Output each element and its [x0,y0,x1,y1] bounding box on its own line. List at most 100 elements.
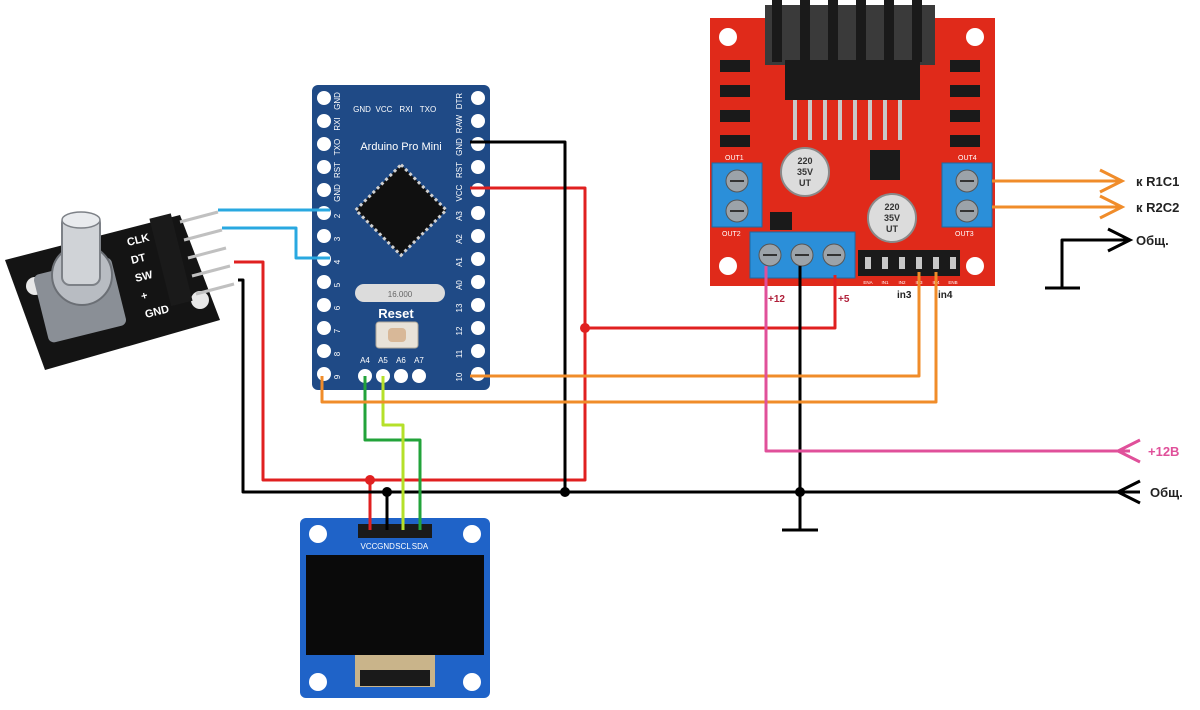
arduino-top-pin-label: VCC [376,105,393,114]
oled-display-module: VCC GND SCL SDA [300,518,490,698]
encoder-pin-sw: SW [134,269,155,285]
oled-mount-hole [309,525,327,543]
arduino-left-pin-pad [317,91,331,105]
driver-input-header [858,250,960,276]
arduino-left-pin-label: 5 [333,282,342,287]
driver-regulator [870,150,900,180]
label-r2c2: к R2C2 [1136,200,1179,215]
arduino-crystal-label: 16.000 [388,290,413,299]
arduino-right-pin-pad [471,183,485,197]
label-plus12: +12 [768,294,785,305]
arduino-right-pin-label: 11 [455,349,464,358]
arduino-left-pin-pad [317,183,331,197]
label-in3: in3 [897,290,912,301]
arduino-bottom-pin-label: A5 [378,356,388,365]
wire-common-top [1060,238,1130,288]
arrow-r1c1 [1099,168,1126,194]
arduino-right-pin-pad [471,321,485,335]
cap1-text: UT [799,178,811,188]
driver-capacitor [867,193,917,243]
arduino-right-pin-pad [471,137,485,151]
arduino-right-pin-pad [471,367,485,381]
arduino-right-pin-label: 12 [455,326,464,335]
label-r1c1: к R1C1 [1136,174,1179,189]
arduino-right-pin-label: RST [455,162,464,178]
oled-pin-labels: VCC GND SCL SDA [361,542,429,551]
arduino-right-pin-pad [471,114,485,128]
l298n-motor-driver: 220 35V UT 220 35V UT OUT1 OUT2 OUT3 OUT… [710,0,995,286]
junction-dot [560,487,570,497]
oled-pin-scl: SCL [395,542,411,551]
arduino-left-pin-pad [317,206,331,220]
oled-pin-sda: SDA [412,542,429,551]
oled-pin-gnd: GND [377,542,395,551]
arrow-common-bottom [1114,479,1141,505]
encoder-pin-dt: DT [130,252,147,267]
arduino-right-pin-pad [471,275,485,289]
arduino-bottom-pin-label: A6 [396,356,406,365]
driver-connection-labels: +12 +5 in3 in4 [768,290,953,305]
arduino-left-pin-pad [317,367,331,381]
arduino-top-pin-label: GND [353,105,371,114]
oled-screen [306,555,484,655]
junction-dot [365,475,375,485]
driver-out-labels: OUT1 OUT2 OUT3 OUT4 [722,155,977,238]
oled-ribbon-inner [360,670,430,686]
arduino-right-pin-pad [471,91,485,105]
arduino-right-pin-label: GND [455,138,464,156]
arduino-bottom-pin-label: A4 [360,356,370,365]
cap2-text: UT [886,224,898,234]
arduino-crystal [355,284,445,302]
header-pin-label: IN2 [898,280,906,285]
arduino-top-header-labels: GND VCC RXI TXO [353,105,436,114]
cap2-text: 220 [884,202,899,212]
arduino-right-pin-pad [471,252,485,266]
cap1-text: 35V [797,167,813,177]
encoder-pin-plus: + [140,290,149,303]
wire-encoder-vcc [234,260,372,530]
out4-label: OUT4 [958,155,977,162]
external-labels: к R1C1 к R2C2 Общ. +12В Общ. [1136,174,1183,500]
rotary-encoder-module: CLK DT SW + GND [5,210,235,370]
label-common-bottom: Общ. [1150,485,1183,500]
driver-diodes [720,60,980,147]
arduino-right-pin-pad [471,344,485,358]
wire-d10-in3 [470,272,921,378]
arduino-left-pin-label: RST [333,162,342,178]
arduino-left-pin-label: GND [333,92,342,110]
connection-arrows [1099,168,1141,505]
encoder-shaft-top [61,211,101,229]
arduino-right-pin-label: A0 [455,280,464,290]
arduino-top-pin-label: RXI [399,105,412,114]
junction-dot [795,487,805,497]
label-plus5: +5 [838,294,850,305]
encoder-pin-header [149,213,193,307]
junction-dot [382,487,392,497]
arduino-right-pin-pad [471,298,485,312]
terminal-block-right [941,162,993,228]
arduino-left-pin-label: 4 [333,259,342,264]
arduino-left-pin-pad [317,114,331,128]
arduino-bottom-pin-label: A7 [414,356,424,365]
arduino-bottom-pin-pad [412,369,426,383]
arduino-title: Arduino Pro Mini [360,141,441,153]
arrow-common-top [1107,227,1134,253]
junction-dots [365,323,805,497]
oled-mount-hole [309,673,327,691]
arduino-left-pin-label: 8 [333,351,342,356]
header-pin-label: IN1 [881,280,889,285]
wire-arduino-vcc [370,186,587,482]
arduino-right-pin-pad [471,229,485,243]
header-pin-label: ENB [948,280,957,285]
arrow-r2c2 [1099,194,1126,220]
arduino-reset-button-cap [388,328,406,342]
arduino-left-pin-label: 2 [333,213,342,218]
encoder-pin-legs [179,210,235,296]
arduino-right-pin-label: 13 [455,303,464,312]
arduino-pro-mini: Arduino Pro Mini GND VCC RXI TXO GNDRXIT… [312,85,490,390]
arduino-right-pin-label: DTR [455,93,464,110]
oled-pin-header [358,524,432,538]
wire-driver-5v [585,275,837,330]
